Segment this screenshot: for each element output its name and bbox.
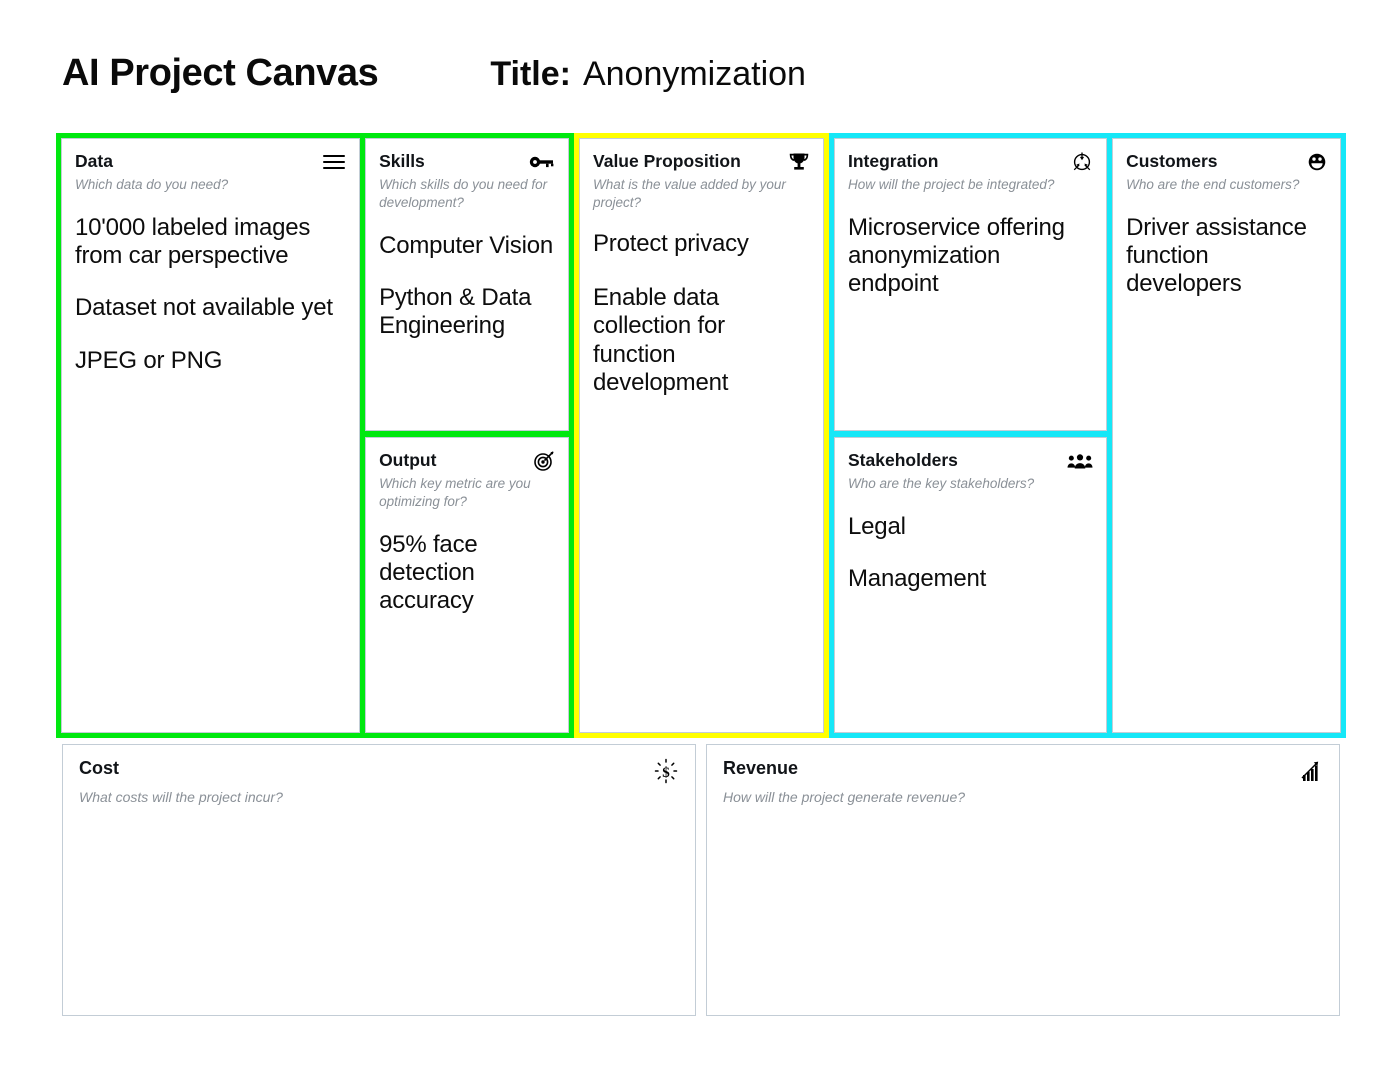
skills-output-column: Skills Which skills do you need for de [365,138,569,733]
data-skills-group: Data Which data do you need? [56,133,574,738]
card-entry[interactable]: 10'000 labeled images from car perspecti… [75,213,311,270]
card-revenue-subtitle: How will the project generate revenue? [723,789,966,805]
card-output-subtitle: Which key metric are you optimizing for? [379,476,531,509]
card-value-proposition-subtitle: What is the value added by your project? [593,177,786,210]
canvas-header: AI Project Canvas Title: Anonymization [62,52,806,95]
card-data-subtitle: Which data do you need? [75,177,229,192]
value-proposition-group: Value Proposition What is the value ad [574,133,829,738]
card-entry[interactable]: Legal [848,512,906,540]
card-data[interactable]: Data Which data do you need? [61,138,361,733]
card-customers-header: Customers [1126,151,1327,173]
trophy-icon [784,151,810,173]
card-data-body: 10'000 labeled images from car perspecti… [75,214,346,375]
data-column: Data Which data do you need? [61,138,361,733]
card-output-body: 95% face detection accuracy [379,531,555,616]
card-integration[interactable]: Integration [834,138,1108,431]
card-entry[interactable]: Enable data collection for function deve… [593,283,729,396]
card-entry[interactable]: Protect privacy [593,229,749,257]
card-entry[interactable]: Dataset not available yet [75,294,333,322]
card-entry[interactable]: 95% face detection accuracy [379,530,478,615]
key-icon [529,151,555,173]
card-entry[interactable]: Microservice offering anonymization endp… [848,213,1065,298]
card-skills-body: Computer Vision Python & Data Engineerin… [379,232,555,341]
card-stakeholders-header: Stakeholders [848,450,1093,472]
smiley-face-icon [1301,151,1327,173]
title-field-label: Title: [490,55,571,93]
card-output-header: Output [379,450,555,472]
customers-column: Customers Who are the end customers? [1112,138,1341,733]
canvas-top-band: Data Which data do you need? [56,133,1346,738]
integration-customers-group: Integration [829,133,1346,738]
card-revenue-title: Revenue [723,758,799,778]
card-skills-title: Skills [379,151,425,171]
card-output-title: Output [379,450,437,470]
dollar-coin-shine-icon: $ [649,758,679,784]
card-revenue-header: Revenue [723,758,1323,784]
card-value-proposition-title: Value Proposition [593,151,741,171]
card-integration-subtitle: How will the project be integrated? [848,177,1055,192]
converge-arrows-circle-icon [1067,151,1093,173]
card-data-title: Data [75,151,113,171]
target-dart-icon [529,450,555,472]
hamburger-menu-icon [320,151,346,173]
card-value-proposition-header: Value Proposition [593,151,810,173]
project-title-value[interactable]: Anonymization [582,55,806,93]
card-customers-body: Driver assistance function developers [1126,214,1327,299]
card-data-header: Data [75,151,346,173]
card-entry[interactable]: Python & Data Engineering [379,283,532,340]
page-title: AI Project Canvas [62,52,379,94]
card-customers-subtitle: Who are the end customers? [1126,177,1300,192]
card-skills[interactable]: Skills Which skills do you need for de [365,138,569,431]
canvas-bottom-row: Cost $ [62,744,1340,1016]
card-stakeholders[interactable]: Stakeholders Who are [834,437,1108,733]
card-customers[interactable]: Customers Who are the end customers? [1112,138,1341,733]
card-stakeholders-title: Stakeholders [848,450,958,470]
card-revenue[interactable]: Revenue How will the project genera [706,744,1340,1016]
value-proposition-column: Value Proposition What is the value ad [579,138,824,733]
card-value-proposition[interactable]: Value Proposition What is the value ad [579,138,824,733]
card-customers-title: Customers [1126,151,1218,171]
card-integration-title: Integration [848,151,939,171]
card-cost-subtitle: What costs will the project incur? [79,789,283,805]
card-entry[interactable]: Management [848,565,987,593]
people-group-icon [1067,450,1093,472]
card-entry[interactable]: Computer Vision [379,231,554,259]
card-output[interactable]: Output [365,437,569,733]
card-stakeholders-subtitle: Who are the key stakeholders? [848,476,1035,491]
card-entry[interactable]: JPEG or PNG [75,346,223,374]
svg-text:$: $ [662,765,670,781]
card-cost-header: Cost $ [79,758,679,784]
card-skills-header: Skills [379,151,555,173]
card-stakeholders-body: Legal Management [848,513,1093,594]
card-entry[interactable]: Driver assistance function developers [1126,213,1307,298]
integration-stakeholders-column: Integration [834,138,1108,733]
card-value-proposition-body: Protect privacy Enable data collection f… [593,230,810,398]
card-cost-title: Cost [79,758,119,778]
card-skills-subtitle: Which skills do you need for development… [379,177,548,210]
card-integration-body: Microservice offering anonymization endp… [848,214,1093,299]
card-integration-header: Integration [848,151,1093,173]
card-cost[interactable]: Cost $ [62,744,696,1016]
growth-bar-chart-icon [1293,758,1323,784]
